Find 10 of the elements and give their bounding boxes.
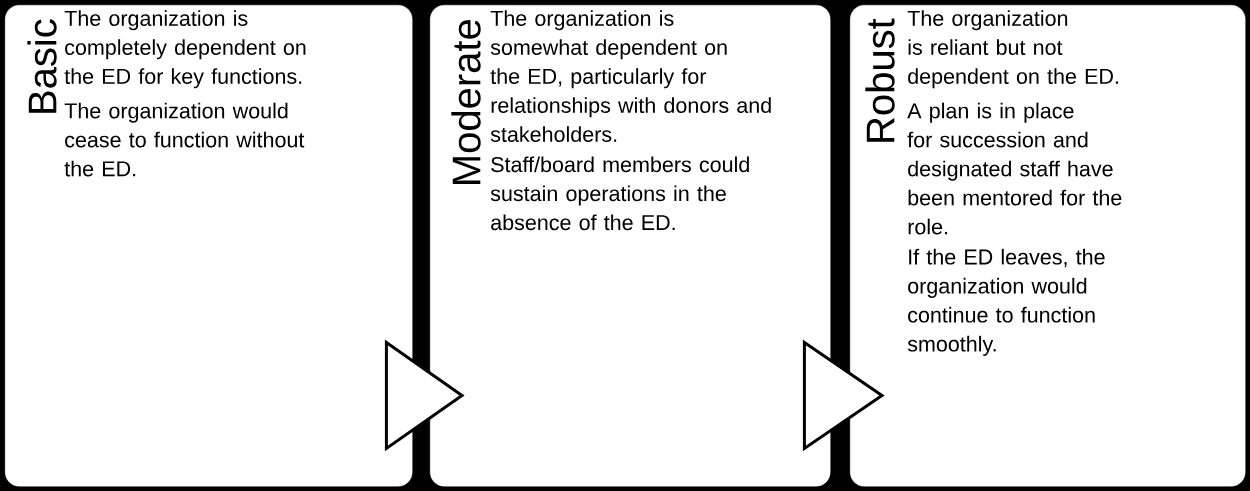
description-text: The organization would cease to function without the ED. — [64, 102, 305, 177]
description-text: Staff/board members could sustain operations in the absence of the ED. — [490, 156, 749, 231]
description-text: The organization is somewhat dependent on the ED, particularly for relationships with donors and stakeholders. — [490, 10, 771, 142]
level-title: Moderate — [451, 20, 481, 184]
description-text: The organization is completely dependent on the ED for key functions. — [64, 10, 306, 89]
description-text: The organization is reliant but not dependent on the ED. — [907, 10, 1118, 89]
description-text: A plan is in place for succession and designated staff have been mentored for the role. — [907, 102, 1122, 235]
level-title: Basic — [27, 19, 57, 113]
description-text: If the ED leaves, the organization would continue to function smoothly. — [907, 248, 1105, 356]
level-title: Robust — [865, 18, 895, 142]
